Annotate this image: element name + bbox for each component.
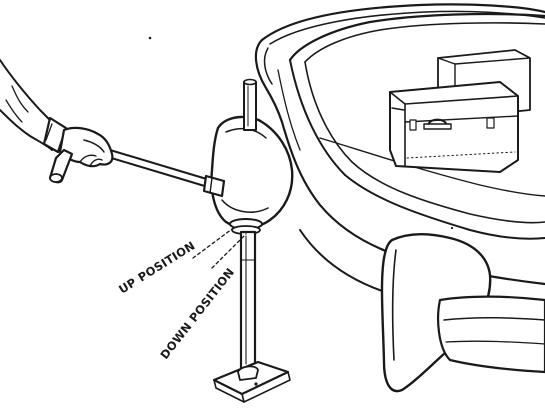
leader-lines (192, 225, 247, 269)
rear-fender (380, 232, 545, 393)
up-position-label: UP POSITION (116, 238, 198, 296)
jack-upper-post (243, 78, 257, 131)
jack-lift-head (210, 115, 294, 235)
speck-mark (450, 226, 454, 230)
down-position-leader (211, 233, 247, 269)
trunk-luggage (389, 49, 531, 173)
jack-handle-bar (107, 149, 226, 198)
down-position-label: DOWN POSITION (157, 265, 237, 362)
operator-hand (0, 59, 114, 184)
speck-mark (148, 36, 152, 40)
up-position-leader (192, 225, 237, 259)
jack-base-plate (212, 360, 291, 403)
jack-lower-post (239, 230, 257, 370)
